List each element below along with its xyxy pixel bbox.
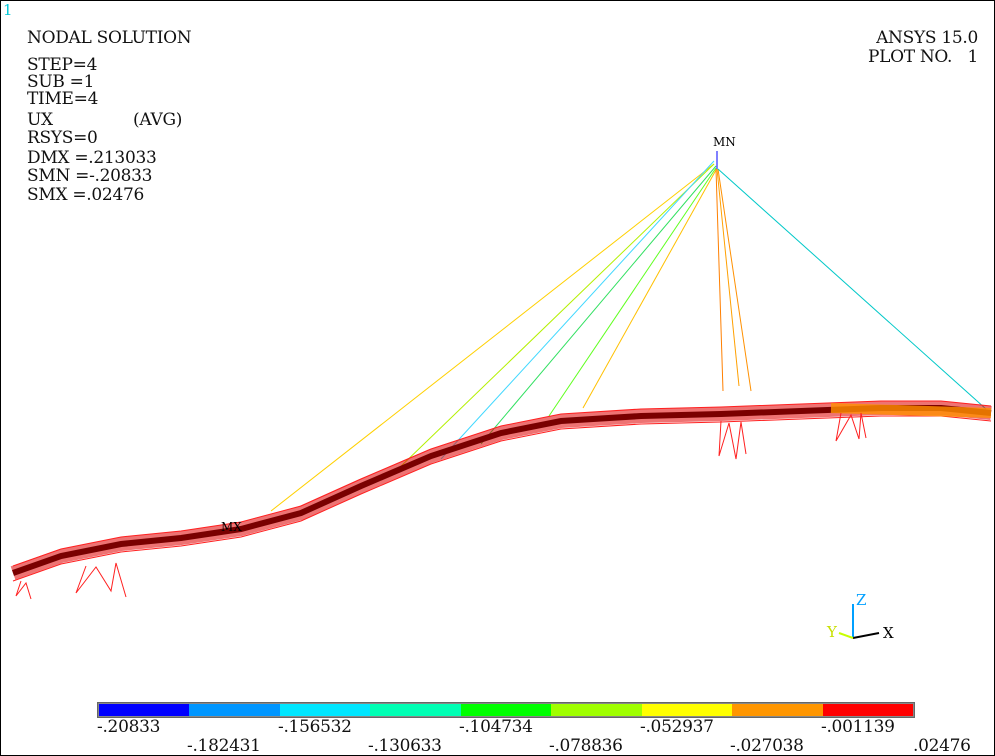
stay-cable	[548, 167, 717, 417]
min-marker: MN	[713, 135, 736, 149]
legend-label: .02476	[913, 736, 971, 756]
legend-label: -.104734	[459, 717, 533, 737]
legend-color-segment	[822, 704, 913, 716]
stay-cable	[582, 169, 717, 409]
legend-color-segment	[279, 704, 371, 716]
deck-bottom-chord	[12, 415, 992, 582]
contour-legend-bar	[97, 702, 915, 718]
window-number: 1	[3, 1, 13, 19]
legend-label: -.052937	[640, 717, 714, 737]
bridge-deck	[10, 400, 992, 582]
support-legs	[835, 412, 867, 442]
time-label: TIME=4	[27, 89, 99, 109]
stay-cable	[716, 168, 740, 387]
legend-label: -.20833	[97, 717, 161, 737]
y-axis-label: Y	[826, 623, 838, 641]
legend-label: -.001139	[821, 717, 895, 737]
support-legs	[15, 580, 32, 600]
deck-top-chord	[12, 400, 992, 567]
legend-color-segment	[370, 704, 461, 716]
legend-color-segment	[551, 704, 642, 716]
support-legs	[75, 562, 127, 598]
x-axis	[852, 632, 880, 639]
legend-label: -.182431	[187, 736, 261, 756]
legend-label: -.156532	[278, 717, 352, 737]
plot-title: NODAL SOLUTION	[27, 28, 192, 48]
sub-label: SUB =1	[27, 72, 95, 92]
smx-label: SMX =.02476	[27, 185, 144, 205]
rsys-label: RSYS=0	[27, 128, 98, 148]
dmx-label: DMX =.213033	[27, 148, 157, 168]
max-marker: MX	[221, 520, 242, 534]
stay-cable	[480, 165, 717, 445]
legend-label: -.078836	[549, 736, 623, 756]
stay-cable	[715, 168, 724, 392]
legend-label: -.027038	[730, 736, 804, 756]
cable-stays	[270, 151, 987, 512]
stay-cable	[395, 163, 715, 472]
deck-supports	[15, 412, 867, 600]
stay-cable	[717, 168, 987, 410]
legend-color-segment	[460, 704, 552, 716]
quantity-label: UX	[27, 110, 53, 130]
support-legs	[718, 420, 747, 460]
legend-label: -.130633	[368, 736, 442, 756]
stay-cable	[270, 163, 715, 512]
y-axis	[838, 632, 854, 639]
avg-label: (AVG)	[133, 110, 183, 130]
legend-color-segment	[641, 704, 733, 716]
smn-label: SMN =-.20833	[27, 166, 153, 186]
stay-cable	[717, 168, 752, 392]
legend-color-segment	[732, 704, 823, 716]
z-axis-label: Z	[856, 591, 866, 609]
legend-color-segment	[189, 704, 280, 716]
deck-end-segment	[830, 403, 992, 418]
x-axis-label: X	[883, 624, 894, 642]
stay-cable	[440, 160, 715, 460]
version-label: ANSYS 15.0	[876, 28, 978, 48]
legend-color-segment	[99, 704, 190, 716]
plot-number-label: PLOT NO. 1	[867, 47, 978, 67]
step-label: STEP=4	[27, 55, 98, 75]
axis-triad: Z Y X	[826, 591, 894, 642]
